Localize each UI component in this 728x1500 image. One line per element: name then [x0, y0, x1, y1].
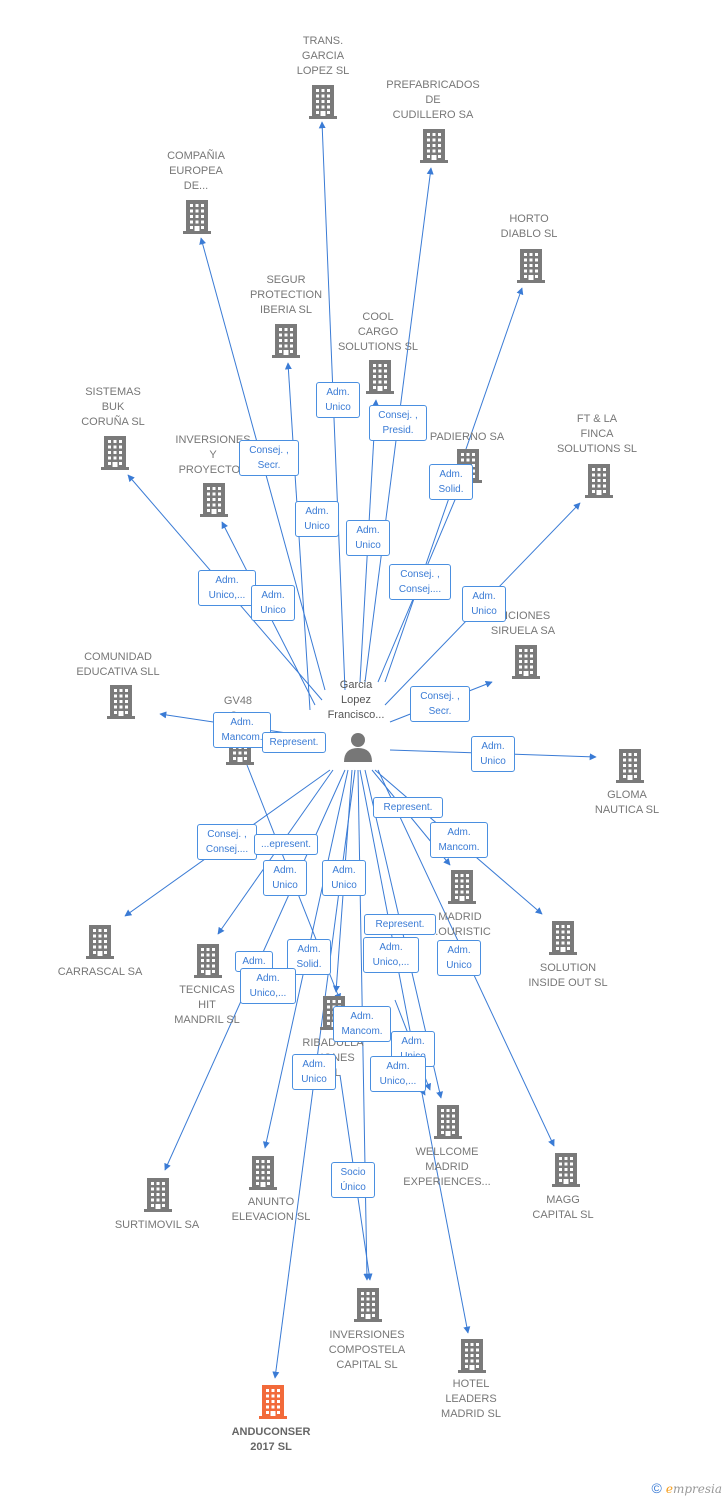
- company-label-segur[interactable]: SEGUR PROTECTION IBERIA SL: [249, 274, 323, 316]
- building-icon[interactable]: [512, 645, 540, 679]
- company-label-cool[interactable]: COOL CARGO SOLUTIONS SL: [337, 311, 419, 353]
- building-icon[interactable]: [194, 944, 222, 978]
- building-icon[interactable]: [585, 464, 613, 498]
- company-label-gloma[interactable]: GLOMA NAUTICA SL: [594, 789, 660, 816]
- relation-tag[interactable]: Adm. Mancom.: [430, 822, 488, 858]
- building-icon[interactable]: [200, 483, 228, 517]
- relation-tag[interactable]: Represent.: [373, 797, 443, 818]
- building-icon[interactable]: [616, 749, 644, 783]
- relation-tag[interactable]: Adm. Unico: [462, 586, 506, 622]
- brand-logo-text: mpresia: [672, 1482, 722, 1496]
- company-label-trans[interactable]: TRANS. GARCIA LOPEZ SL: [296, 35, 350, 77]
- relation-tag[interactable]: Socio Único: [331, 1162, 375, 1198]
- company-label-inversiones_y[interactable]: INVERSIONES Y PROYECTOS: [175, 434, 251, 476]
- building-icon[interactable]: [448, 870, 476, 904]
- icons-layer: [86, 85, 644, 1419]
- company-label-padierno[interactable]: PADIERNO SA: [429, 431, 505, 443]
- relation-tag[interactable]: Consej. , Consej....: [389, 564, 451, 600]
- building-icon[interactable]: [552, 1153, 580, 1187]
- relation-tag[interactable]: Represent.: [364, 914, 436, 935]
- building-icon[interactable]: [420, 129, 448, 163]
- relation-tag[interactable]: Consej. , Secr.: [410, 686, 470, 722]
- relation-tag[interactable]: Adm. Unico: [346, 520, 390, 556]
- relation-tag[interactable]: Adm. Unico,...: [240, 968, 296, 1004]
- company-label-anunto[interactable]: ANUNTO ELEVACION SL: [231, 1196, 311, 1223]
- company-label-compostela[interactable]: INVERSIONES COMPOSTELA CAPITAL SL: [328, 1329, 406, 1371]
- relation-tag[interactable]: Adm. Unico,...: [198, 570, 256, 606]
- company-label-sistemas[interactable]: SISTEMAS BUK CORUÑA SL: [81, 386, 145, 428]
- building-icon[interactable]: [144, 1178, 172, 1212]
- footer-brand: ©empresia: [652, 1480, 723, 1496]
- company-label-magg[interactable]: MAGG CAPITAL SL: [532, 1194, 594, 1221]
- building-icon[interactable]: [549, 921, 577, 955]
- person-icon[interactable]: [344, 733, 372, 762]
- building-icon[interactable]: [366, 360, 394, 394]
- relation-tag[interactable]: Adm. Unico: [316, 382, 360, 418]
- relation-tag[interactable]: Adm. Unico: [263, 860, 307, 896]
- relation-tag[interactable]: Consej. , Consej....: [197, 824, 257, 860]
- relation-tag[interactable]: Adm. Mancom.: [213, 712, 271, 748]
- brand-logo-e: e: [665, 1482, 673, 1496]
- building-icon[interactable]: [517, 249, 545, 283]
- building-icon[interactable]: [183, 200, 211, 234]
- company-label-surtimovil[interactable]: SURTIMOVIL SA: [114, 1219, 200, 1231]
- building-icon[interactable]: [249, 1156, 277, 1190]
- relation-tag[interactable]: Adm. Unico: [292, 1054, 336, 1090]
- relation-tag[interactable]: Adm. Mancom.: [333, 1006, 391, 1042]
- company-label-tecnicas[interactable]: TECNICAS HIT MANDRIL SL: [174, 984, 240, 1026]
- building-icon[interactable]: [107, 685, 135, 719]
- company-label-prefab[interactable]: PREFABRICADOS DE CUDILLERO SA: [386, 79, 480, 121]
- relation-tag[interactable]: Adm. Solid.: [429, 464, 473, 500]
- company-label-wellcome[interactable]: WELLCOME MADRID EXPERIENCES...: [403, 1146, 491, 1188]
- relation-tag[interactable]: Represent.: [262, 732, 326, 753]
- relation-tag[interactable]: Adm. Unico: [295, 501, 339, 537]
- relation-tag[interactable]: Adm. Unico: [251, 585, 295, 621]
- relation-tag[interactable]: Adm. Solid.: [287, 939, 331, 975]
- building-icon[interactable]: [272, 324, 300, 358]
- company-label-horto[interactable]: HORTO DIABLO SL: [500, 213, 558, 240]
- relation-tag[interactable]: Adm. Unico: [437, 940, 481, 976]
- relation-tag[interactable]: ...epresent.: [254, 834, 318, 855]
- company-label-comunidad[interactable]: COMUNIDAD EDUCATIVA SLL: [76, 651, 160, 678]
- building-icon[interactable]: [458, 1339, 486, 1373]
- company-label-carrascal[interactable]: CARRASCAL SA: [57, 966, 143, 978]
- relation-tag[interactable]: Consej. , Presid.: [369, 405, 427, 441]
- company-label-compania[interactable]: COMPAÑIA EUROPEA DE...: [167, 150, 225, 192]
- company-label-hotel[interactable]: HOTEL LEADERS MADRID SL: [441, 1378, 501, 1420]
- building-icon[interactable]: [259, 1385, 287, 1419]
- relation-tag[interactable]: Adm. Unico: [322, 860, 366, 896]
- building-icon[interactable]: [86, 925, 114, 959]
- building-icon[interactable]: [434, 1105, 462, 1139]
- building-icon[interactable]: [101, 436, 129, 470]
- relation-tag[interactable]: Adm. Unico,...: [370, 1056, 426, 1092]
- company-label-ftfinca[interactable]: FT & LA FINCA SOLUTIONS SL: [556, 413, 638, 455]
- center-person-label[interactable]: Garcia Lopez Francisco...: [327, 679, 385, 721]
- company-label-anduconser[interactable]: ANDUCONSER 2017 SL: [231, 1426, 311, 1453]
- company-label-solution[interactable]: SOLUTION INSIDE OUT SL: [528, 962, 608, 989]
- building-icon[interactable]: [354, 1288, 382, 1322]
- company-label-siruela[interactable]: ...ICIONES SIRUELA SA: [490, 610, 556, 637]
- relation-tag[interactable]: Adm. Unico: [471, 736, 515, 772]
- copyright-symbol: ©: [651, 1480, 662, 1496]
- relation-tag[interactable]: Consej. , Secr.: [239, 440, 299, 476]
- building-icon[interactable]: [309, 85, 337, 119]
- relation-tag[interactable]: Adm. Unico,...: [363, 937, 419, 973]
